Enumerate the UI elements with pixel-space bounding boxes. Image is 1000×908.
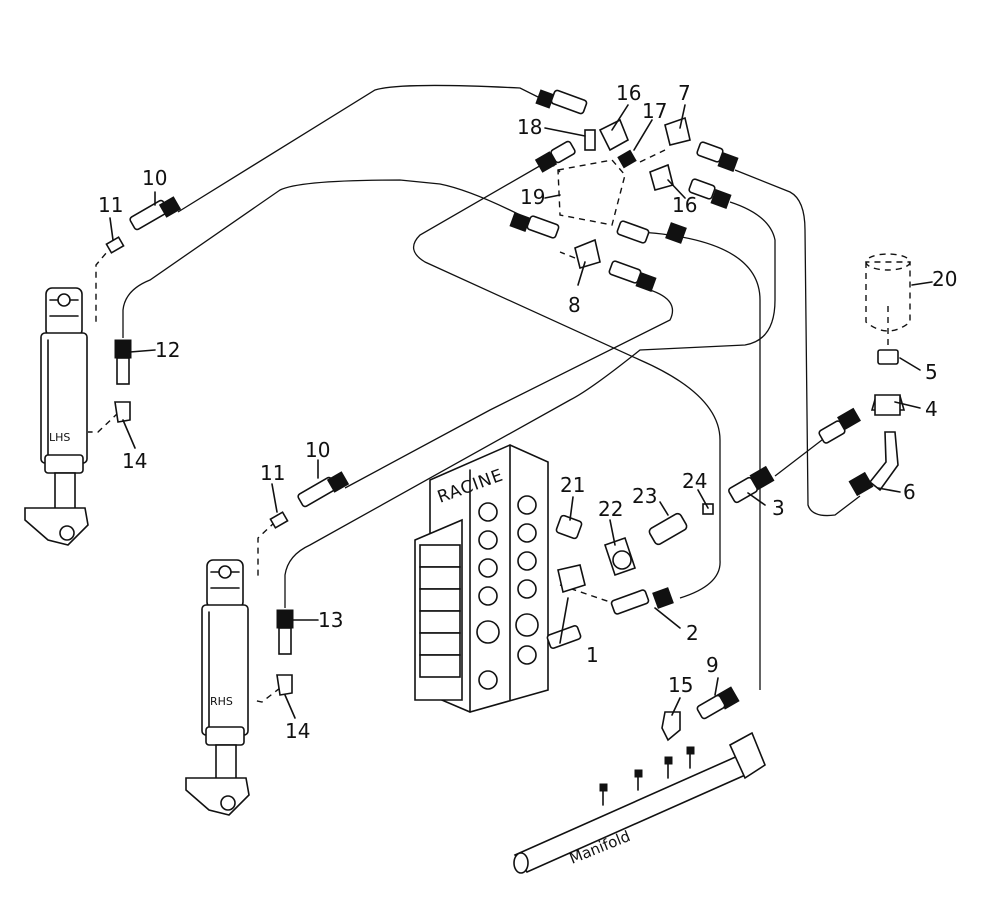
- rhs-cylinder: RHS: [185, 559, 250, 816]
- callout-5: 5: [925, 360, 938, 384]
- callout-12: 12: [155, 338, 180, 362]
- callout-18: 18: [517, 115, 542, 139]
- manifold: Manifold: [513, 731, 766, 874]
- callout-13: 13: [318, 608, 343, 632]
- callout-24: 24: [682, 469, 707, 493]
- callout-4: 4: [925, 397, 938, 421]
- callout-17: 17: [642, 99, 667, 123]
- callout-11-lower: 11: [260, 461, 285, 485]
- lhs-cylinder: LHS: [24, 287, 89, 546]
- callout-leaders: [109, 104, 933, 719]
- lhs-label: LHS: [49, 431, 70, 444]
- callout-16-upper: 16: [616, 81, 641, 105]
- callout-14-lower: 14: [285, 719, 310, 743]
- callout-10-upper: 10: [142, 166, 167, 190]
- callout-3: 3: [772, 496, 785, 520]
- callout-21: 21: [560, 473, 585, 497]
- callout-19: 19: [520, 185, 545, 209]
- callout-2: 2: [686, 621, 699, 645]
- valve-sections: [419, 544, 461, 678]
- callout-14-upper: 14: [122, 449, 147, 473]
- callout-8: 8: [568, 293, 581, 317]
- callout-numbers: 1 2 3 4 5 6 7 8 9 10 10 11 11 12 13 14 1…: [98, 81, 957, 743]
- callout-7: 7: [678, 81, 691, 105]
- callout-15: 15: [668, 673, 693, 697]
- callout-9: 9: [706, 653, 719, 677]
- control-valve-block: RACINE: [414, 444, 582, 713]
- callout-23: 23: [632, 484, 657, 508]
- callout-11-upper: 11: [98, 193, 123, 217]
- rhs-label: RHS: [210, 695, 233, 708]
- callout-1: 1: [586, 643, 599, 667]
- callout-10-lower: 10: [305, 438, 330, 462]
- dashed-leaders: [88, 149, 889, 703]
- callout-16-lower: 16: [672, 193, 697, 217]
- valve-ports: [476, 495, 539, 690]
- callout-22: 22: [598, 497, 623, 521]
- callout-6: 6: [903, 480, 916, 504]
- callout-20: 20: [932, 267, 957, 291]
- fittings: [105, 89, 901, 742]
